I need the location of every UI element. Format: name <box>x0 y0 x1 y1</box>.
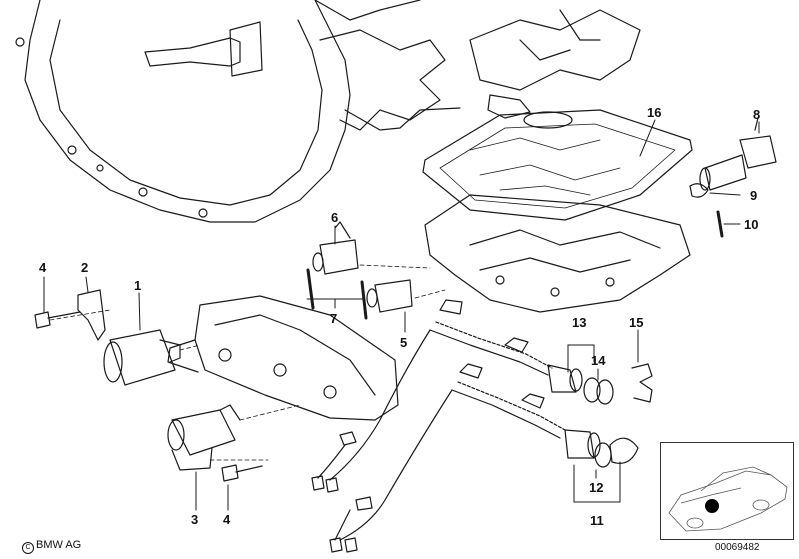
bolt-4-bottom <box>221 464 263 482</box>
harness-13 <box>329 299 583 481</box>
callout-10: 10 <box>744 217 758 232</box>
assembly-guide-lines <box>49 264 446 461</box>
solenoid-3 <box>167 404 241 471</box>
callout-16: 16 <box>647 105 661 120</box>
pin-10 <box>716 210 724 238</box>
car-location-thumbnail-icon <box>668 466 788 532</box>
solenoid-5 <box>366 279 413 313</box>
brand-text: BMW AG <box>36 539 82 551</box>
callout-5: 5 <box>400 335 407 350</box>
seal-ring-14a <box>583 377 601 403</box>
valve-body <box>424 194 691 313</box>
callout-8: 8 <box>753 107 760 122</box>
seal-ring-12 <box>594 442 612 468</box>
pin-7a <box>306 268 315 310</box>
callout-1: 1 <box>134 278 141 293</box>
bolt-4-left <box>34 311 81 329</box>
car-location-thumbnail <box>660 442 794 540</box>
callout-4-bottom: 4 <box>223 512 231 527</box>
solenoid-1 <box>103 329 181 386</box>
intermediate-housing <box>167 295 399 421</box>
callout-3: 3 <box>191 512 198 527</box>
solenoid-8 <box>699 117 777 191</box>
callout-6: 6 <box>331 210 338 225</box>
callout-15: 15 <box>629 315 643 330</box>
leader-lines <box>43 119 760 511</box>
callout-9: 9 <box>750 188 757 203</box>
loose-connectors <box>311 431 373 553</box>
callout-4-top: 4 <box>39 260 47 275</box>
callout-13: 13 <box>572 315 586 330</box>
pin-7b <box>360 280 368 320</box>
transmission-housing <box>15 0 641 223</box>
callout-14: 14 <box>591 353 606 368</box>
callout-2: 2 <box>81 260 88 275</box>
separator-plate <box>422 109 693 221</box>
seal-ring-14b <box>596 379 614 405</box>
copyright-icon: C <box>22 542 34 554</box>
callout-12: 12 <box>589 480 603 495</box>
bracket-2 <box>77 289 106 341</box>
callout-7: 7 <box>330 311 337 326</box>
retaining-clip-15 <box>631 363 653 403</box>
callout-11: 11 <box>590 513 604 528</box>
harness-11 <box>339 363 639 541</box>
solenoid-6 <box>312 221 359 275</box>
document-number: 00069482 <box>715 542 760 553</box>
seal-ring-9 <box>689 183 709 198</box>
